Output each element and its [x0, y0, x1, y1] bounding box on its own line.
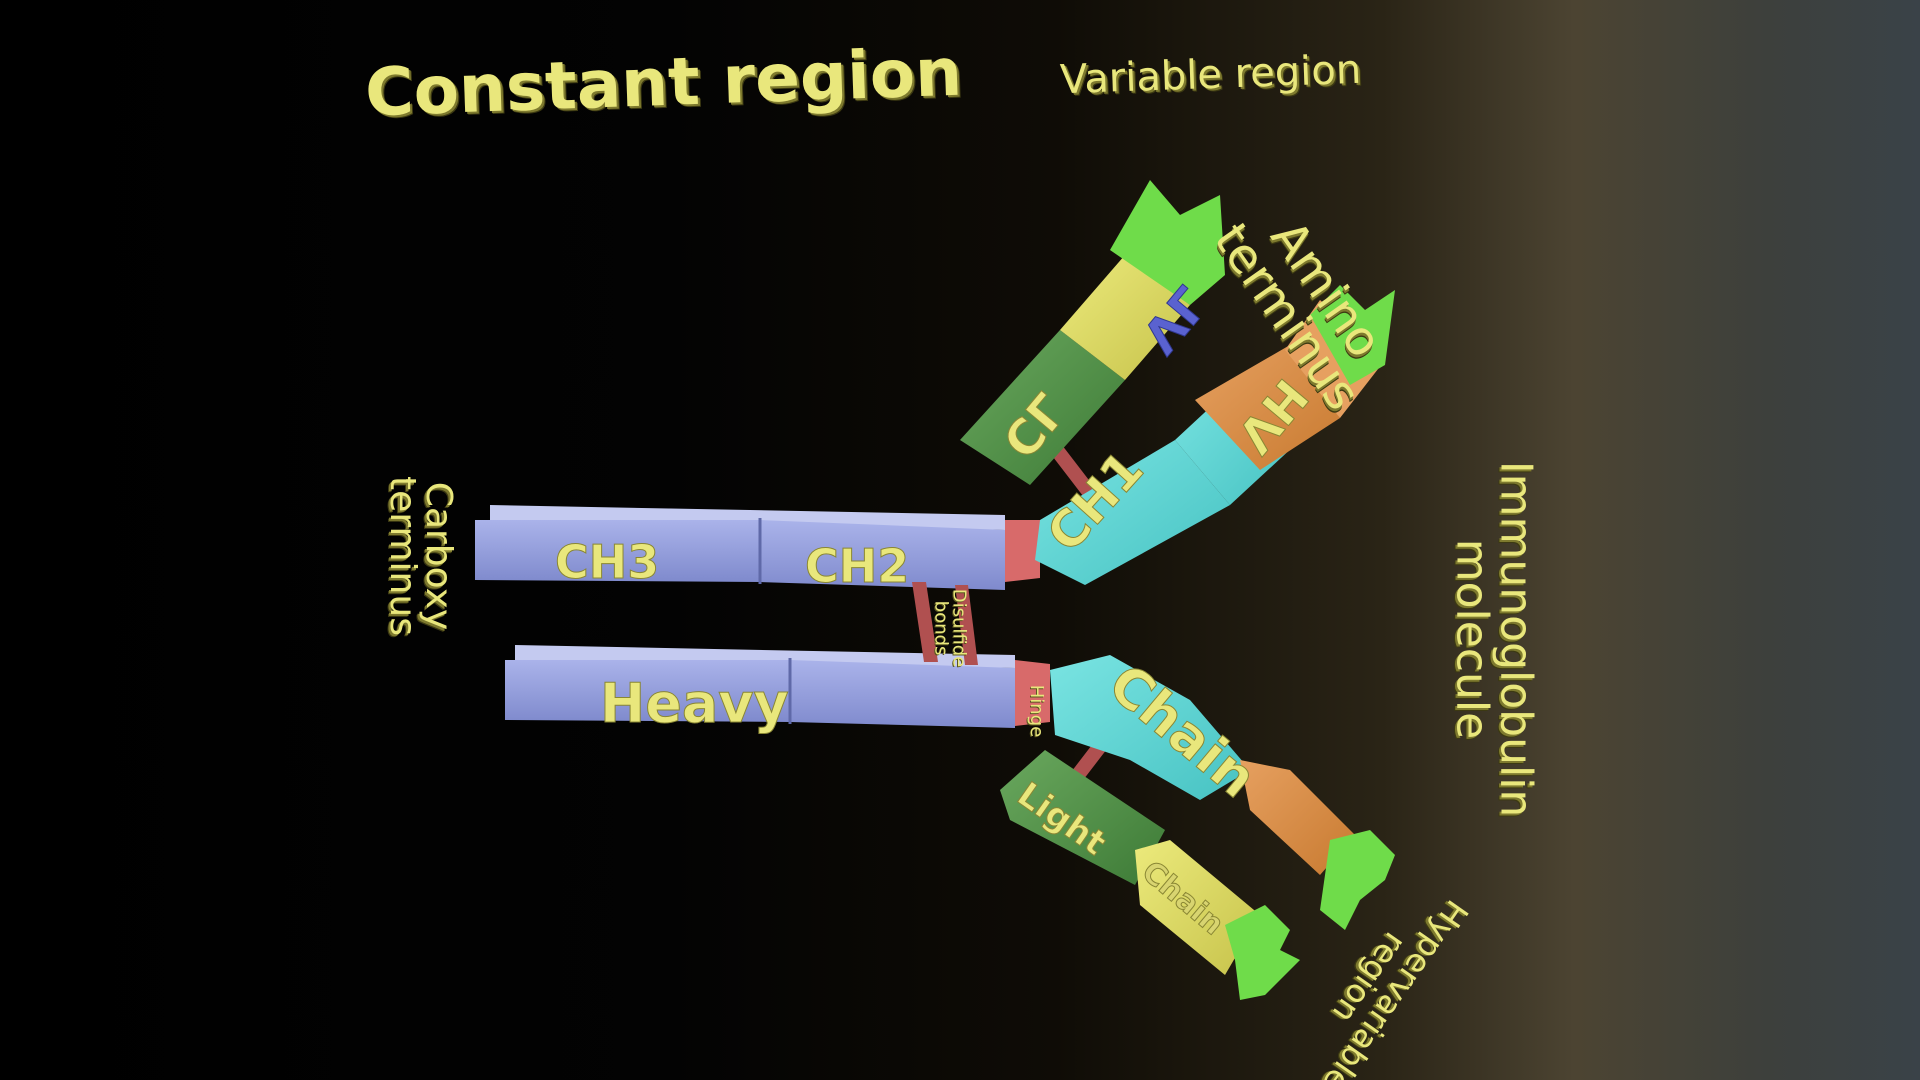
vl-domain: [1060, 255, 1190, 380]
vh-top-part: [1285, 300, 1385, 418]
heavy-top-face: [515, 645, 1015, 668]
ch3-ch2-top-face: [490, 505, 1005, 530]
upper-heavy-chain: [475, 505, 1040, 590]
inter-heavy-bond-2: [955, 585, 978, 665]
upper-fab-arm: [960, 180, 1395, 585]
disulfide-line2: bonds: [930, 600, 952, 656]
disulfide-line1: Disulfide: [948, 588, 970, 668]
constant-region-heading: Constant region: [363, 33, 964, 132]
ch2-label: CH2: [805, 539, 909, 593]
carboxy-terminus-line1: Carboxy: [417, 481, 459, 631]
inter-heavy-bond-1: [912, 582, 938, 662]
lower-vh-hypervariable-tip: [1320, 830, 1395, 930]
vh-domain: [1195, 345, 1340, 470]
lower-vl-hypervariable-tip: [1225, 905, 1300, 1000]
lower-ch1-domain: [1050, 655, 1250, 800]
variable-region-heading: Variable region: [1059, 46, 1362, 104]
lower-ch3-domain: [505, 660, 790, 722]
cl-domain: [960, 330, 1125, 485]
vh-hypervariable-tip: [1310, 285, 1395, 385]
hinge-label: Hinge: [1026, 684, 1048, 738]
lower-ch2-domain: [790, 660, 1015, 728]
lower-vl-domain: [1135, 840, 1260, 975]
heavy-label: Heavy: [600, 672, 789, 735]
immunoglobulin-line2: molecule: [1446, 538, 1498, 740]
lower-hinge: [1015, 660, 1050, 726]
upper-hinge: [1005, 520, 1040, 582]
ch1-domain: [1035, 440, 1230, 585]
lower-fab-arm: [1000, 655, 1395, 1000]
disulfide-bonds-label: Disulfide bonds: [930, 588, 970, 668]
carboxy-terminus-line2: terminus: [381, 476, 423, 636]
ch3-label: CH3: [555, 535, 659, 589]
ch3-domain: [475, 520, 760, 582]
immunoglobulin-line1: Immunoglobulin: [1490, 460, 1542, 818]
lower-cl-domain: [1000, 750, 1165, 885]
vl-hypervariable-tip: [1110, 180, 1225, 305]
lower-vh-domain: [1240, 760, 1355, 875]
immunoglobulin-molecule-label: Immunoglobulin molecule: [1446, 460, 1542, 818]
lower-heavy-chain: [505, 645, 1050, 728]
ch2-domain: [760, 520, 1005, 590]
carboxy-terminus-label: Carboxy terminus: [381, 476, 459, 636]
